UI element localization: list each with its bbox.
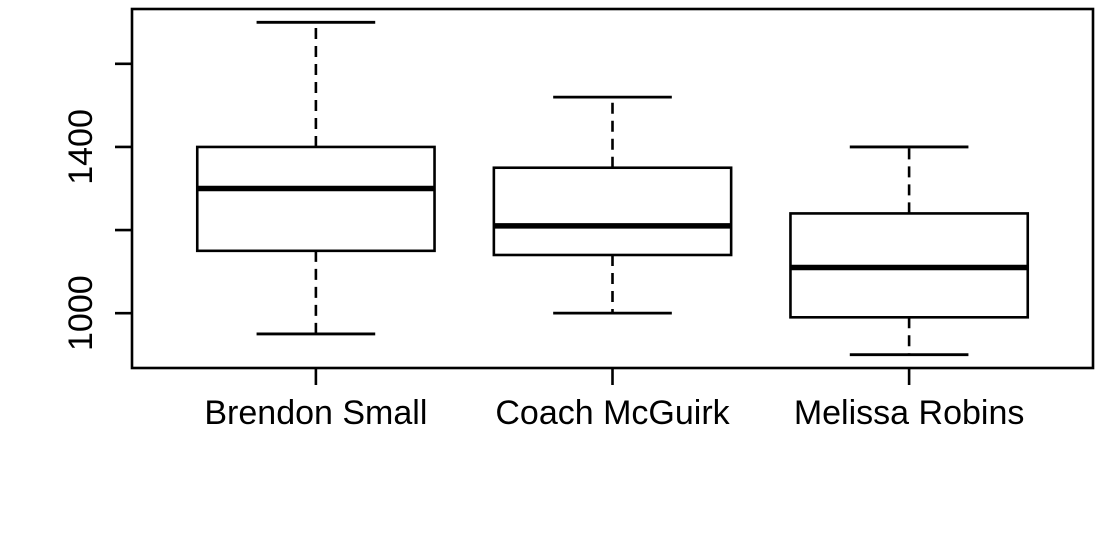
iqr-box — [195, 145, 436, 253]
x-tick-label-brendon-small: Brendon Small — [204, 394, 427, 432]
boxplot-coach-mcguirk — [492, 95, 733, 315]
iqr-box — [492, 166, 733, 257]
y-axis: 1000 1400 — [62, 62, 132, 351]
x-axis: Brendon Small Coach McGuirk Melissa Robins — [204, 368, 1024, 432]
boxplot-brendon-small — [195, 20, 436, 336]
boxplot-melissa-robins — [789, 145, 1030, 357]
x-tick-label-coach-mcguirk: Coach McGuirk — [495, 394, 730, 432]
y-tick-label: 1400 — [62, 109, 100, 185]
y-tick-label: 1000 — [62, 275, 100, 351]
x-tick-label-melissa-robins: Melissa Robins — [794, 394, 1025, 432]
